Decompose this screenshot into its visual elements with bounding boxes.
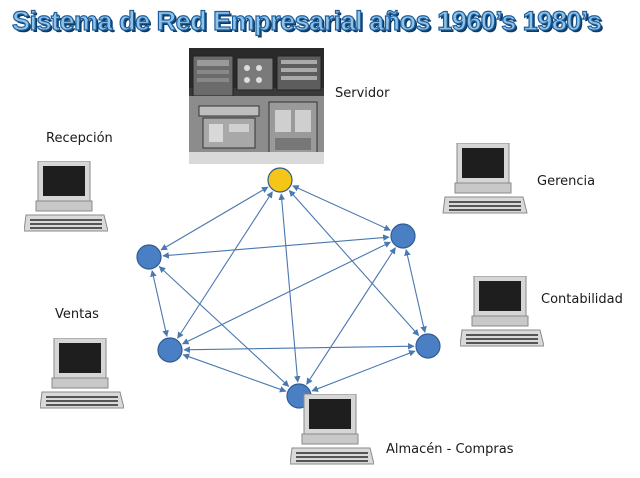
label-ventas: Ventas bbox=[55, 307, 99, 322]
node-recepcion bbox=[136, 244, 162, 270]
link-servidor-recepcion bbox=[160, 186, 269, 251]
link-servidor-almacen bbox=[278, 193, 301, 383]
label-almacen-compras: Almacén - Compras bbox=[386, 442, 514, 457]
desktop-computer-icon bbox=[442, 143, 528, 214]
link-ventas-almacen bbox=[182, 353, 287, 393]
link-contabilidad-almacen bbox=[311, 350, 416, 392]
label-gerencia: Gerencia bbox=[537, 174, 596, 189]
link-servidor-ventas bbox=[177, 191, 273, 339]
node-gerencia bbox=[390, 223, 416, 249]
link-servidor-contabilidad bbox=[288, 189, 420, 337]
label-contabilidad: Contabilidad bbox=[541, 292, 623, 307]
link-recepcion-almacen bbox=[158, 266, 290, 387]
node-servidor bbox=[267, 167, 293, 193]
page-title: Sistema de Red Empresarial años 1960’s 1… bbox=[11, 5, 602, 36]
server-mainframe-photo bbox=[189, 48, 324, 164]
desktop-computer-icon bbox=[24, 161, 108, 232]
node-ventas bbox=[157, 337, 183, 363]
link-recepcion-ventas bbox=[150, 270, 169, 337]
label-recepcion: Recepción bbox=[46, 131, 113, 146]
label-servidor: Servidor bbox=[335, 86, 390, 101]
link-ventas-contabilidad bbox=[183, 343, 415, 353]
link-servidor-gerencia bbox=[292, 185, 391, 231]
desktop-computer-icon bbox=[460, 276, 544, 347]
node-contabilidad bbox=[415, 333, 441, 359]
link-recepcion-gerencia bbox=[162, 234, 390, 259]
network-links bbox=[150, 185, 427, 393]
desktop-computer-icon bbox=[40, 338, 124, 409]
desktop-computer-icon bbox=[290, 394, 374, 465]
link-gerencia-contabilidad bbox=[404, 249, 427, 333]
